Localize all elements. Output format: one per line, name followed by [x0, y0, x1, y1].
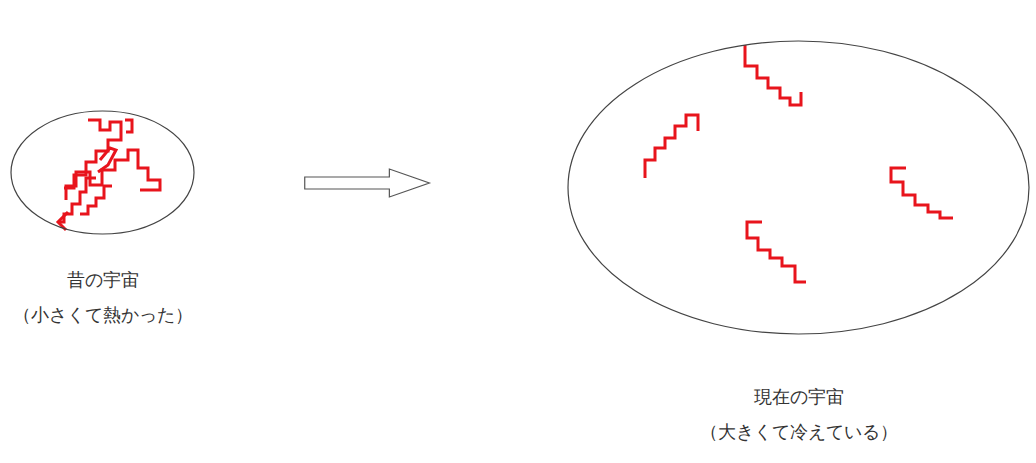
photon-path [98, 148, 116, 172]
photon-path [125, 120, 132, 132]
universe-ellipse: 昔の宇宙 （小さくて熱かった） [10, 110, 195, 328]
block-arrow [305, 169, 430, 197]
photon-path [891, 168, 953, 218]
photon-path [745, 45, 801, 105]
photon-path [645, 115, 698, 178]
universe-ellipse: 現在の宇宙 （大きくて冷えている） [567, 40, 1030, 445]
era-description: （小さくて熱かった） [13, 304, 193, 326]
photon-path [80, 186, 112, 214]
ellipse-shape [568, 41, 1029, 334]
photon-path [747, 222, 806, 282]
ellipse-outline [567, 40, 1030, 335]
era-label: 昔の宇宙 [67, 269, 139, 291]
era-label: 現在の宇宙 [754, 386, 844, 408]
ellipse-outline [10, 110, 195, 235]
era-description: （大きくて冷えている） [700, 421, 898, 443]
ellipse-shape [11, 111, 194, 234]
